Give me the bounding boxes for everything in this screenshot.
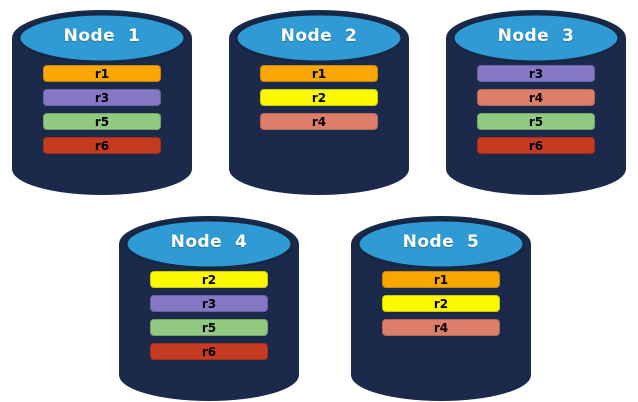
replica-bar: r2 [260,89,378,106]
replica-list: r1 r2 r4 [228,65,410,130]
replica-bar: r1 [43,65,161,82]
replica-label: r2 [201,272,217,287]
replica-bar: r1 [382,271,500,288]
node-title: Node 1 [63,26,141,46]
replica-label: r3 [201,296,217,311]
replica-label: r2 [433,296,449,311]
replica-label: r5 [94,114,110,129]
replica-bar: r3 [43,89,161,106]
replica-bar: r5 [477,113,595,130]
db-node-cylinder: Node 2 r1 r2 r4 [228,5,410,197]
replica-bar: r4 [477,89,595,106]
replica-bar: r5 [150,319,268,336]
replica-label: r6 [94,138,110,153]
node-title: Node 2 [280,26,358,46]
node-title: Node 5 [402,232,480,252]
replica-label: r4 [528,90,544,105]
replica-label: r6 [528,138,544,153]
replica-label: r5 [201,320,217,335]
replica-label: r2 [311,90,327,105]
replica-label: r4 [311,114,327,129]
replica-label: r5 [528,114,544,129]
replica-bar: r1 [260,65,378,82]
replica-bar: r6 [43,137,161,154]
replica-bar: r2 [382,295,500,312]
replica-label: r4 [433,320,449,335]
replica-bar: r6 [150,343,268,360]
replica-label: r3 [528,66,544,81]
replica-bar: r3 [150,295,268,312]
replica-label: r1 [94,66,110,81]
replica-list: r1 r3 r5 r6 [11,65,193,154]
replica-bar: r5 [43,113,161,130]
db-node-cylinder: Node 4 r2 r3 r5 r6 [118,211,300,402]
replica-list: r2 r3 r5 r6 [118,271,300,360]
node-row-bottom: Node 4 r2 r3 r5 r6 Node 5 r1 r2 r4 [6,211,638,402]
node-title: Node 4 [170,232,248,252]
replica-bar: r2 [150,271,268,288]
replica-list: r3 r4 r5 r6 [445,65,627,154]
replica-label: r1 [433,272,449,287]
replica-label: r6 [201,344,217,359]
db-node-cylinder: Node 3 r3 r4 r5 r6 [445,5,627,197]
db-node-cylinder: Node 5 r1 r2 r4 [350,211,532,402]
replica-bar: r4 [260,113,378,130]
node-title: Node 3 [497,26,575,46]
replica-bar: r6 [477,137,595,154]
replica-bar: r4 [382,319,500,336]
replica-label: r1 [311,66,327,81]
replica-label: r3 [94,90,110,105]
replica-bar: r3 [477,65,595,82]
db-node-cylinder: Node 1 r1 r3 r5 r6 [11,5,193,197]
replica-list: r1 r2 r4 [350,271,532,336]
